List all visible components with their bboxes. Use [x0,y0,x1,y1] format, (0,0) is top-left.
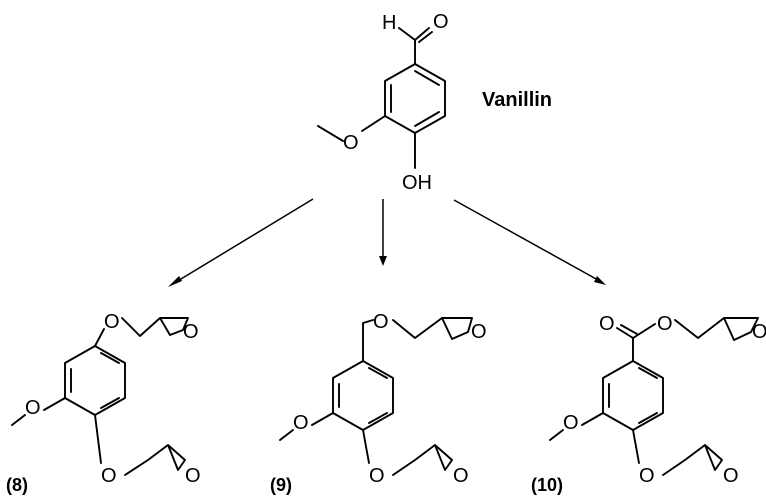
atom-o: O [185,465,201,487]
atom-o: O [369,465,385,487]
atom-o: O [723,465,739,487]
vanillin-label: Vanillin [482,89,552,111]
aldehyde-bonds [398,27,433,65]
atom-o-aldehyde: O [433,11,449,33]
atom-o: O [752,321,766,343]
arrow-to-10 [453,199,606,285]
vanillin-ring-double-bonds [390,70,440,127]
compound-9-structure: O O O O O [279,311,487,487]
methoxy-bonds [317,115,386,142]
compound-10-label: (10) [531,475,563,495]
atom-o: O [293,412,309,434]
atom-o: O [373,311,389,333]
compound-10-structure: O O O O O O [549,313,766,487]
atom-o-methoxy: O [343,132,359,154]
vanillin-ring [384,63,446,134]
arrow-to-9 [379,199,387,266]
atom-o: O [657,313,673,335]
arrow-to-8 [168,198,314,287]
atom-o: O [471,321,487,343]
atom-o: O [104,311,120,333]
atom-o: O [453,465,469,487]
compound-9-label: (9) [270,475,292,495]
atom-h: H [382,12,396,34]
vanillin-structure: H O O OH [317,11,449,194]
compound-8-structure: O O O O O [11,311,201,487]
atom-o: O [563,412,579,434]
atom-o: O [183,321,199,343]
compound-8-label: (8) [6,475,28,495]
atom-o: O [639,465,655,487]
atom-o: O [101,465,117,487]
atom-o: O [599,313,615,335]
atom-oh: OH [402,172,432,194]
atom-o: O [25,397,41,419]
